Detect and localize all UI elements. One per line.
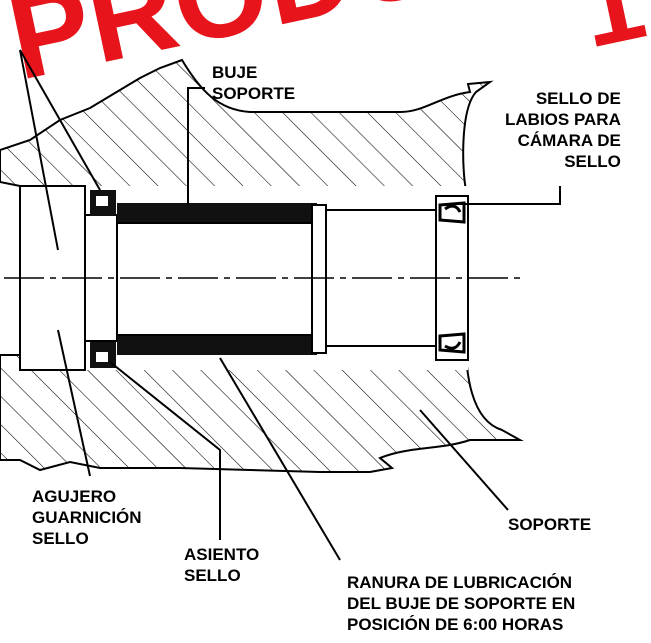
watermark-right: 1 <box>569 0 651 71</box>
label-soporte: SOPORTE <box>508 515 592 534</box>
bushing <box>116 203 327 355</box>
leader-lines <box>19 49 561 561</box>
